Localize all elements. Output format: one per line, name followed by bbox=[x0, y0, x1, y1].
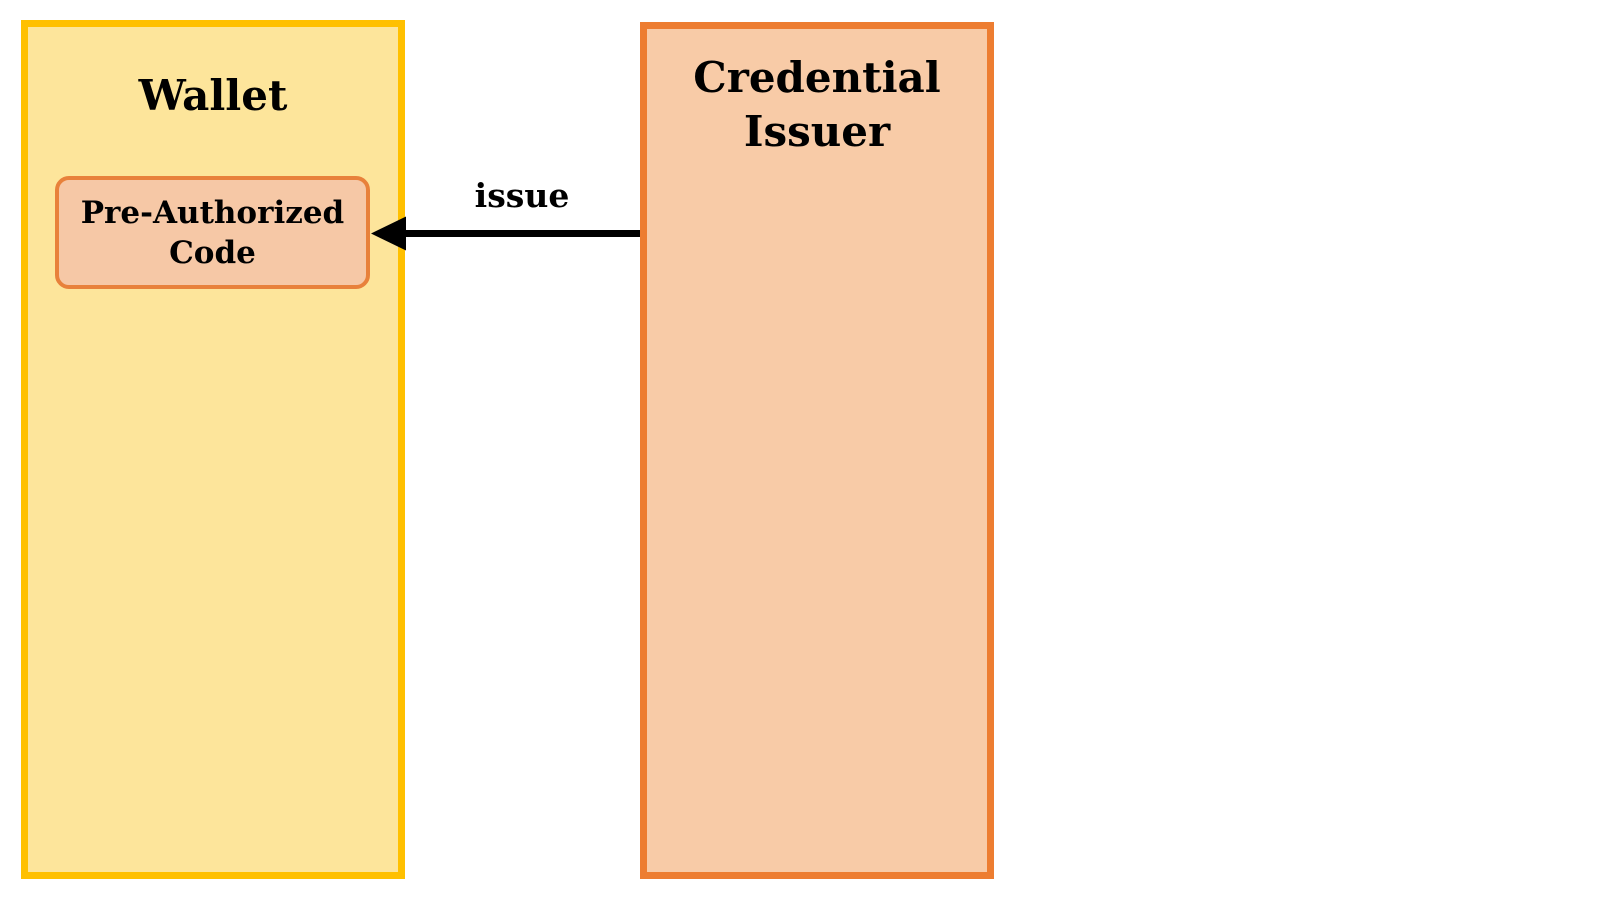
credential-issuer-box: Credential Issuer bbox=[640, 22, 994, 879]
issue-arrowhead-icon bbox=[371, 216, 406, 251]
credential-issuer-label: Credential Issuer bbox=[693, 53, 941, 156]
pre-authorized-code-label: Pre-Authorized Code bbox=[80, 194, 345, 271]
issue-arrow-label: issue bbox=[474, 176, 570, 215]
wallet-label: Wallet bbox=[138, 71, 288, 120]
issue-arrow bbox=[371, 216, 647, 251]
wallet-box: Wallet Pre-Authorized Code bbox=[21, 20, 405, 879]
pre-authorized-code-box: Pre-Authorized Code bbox=[55, 176, 370, 289]
